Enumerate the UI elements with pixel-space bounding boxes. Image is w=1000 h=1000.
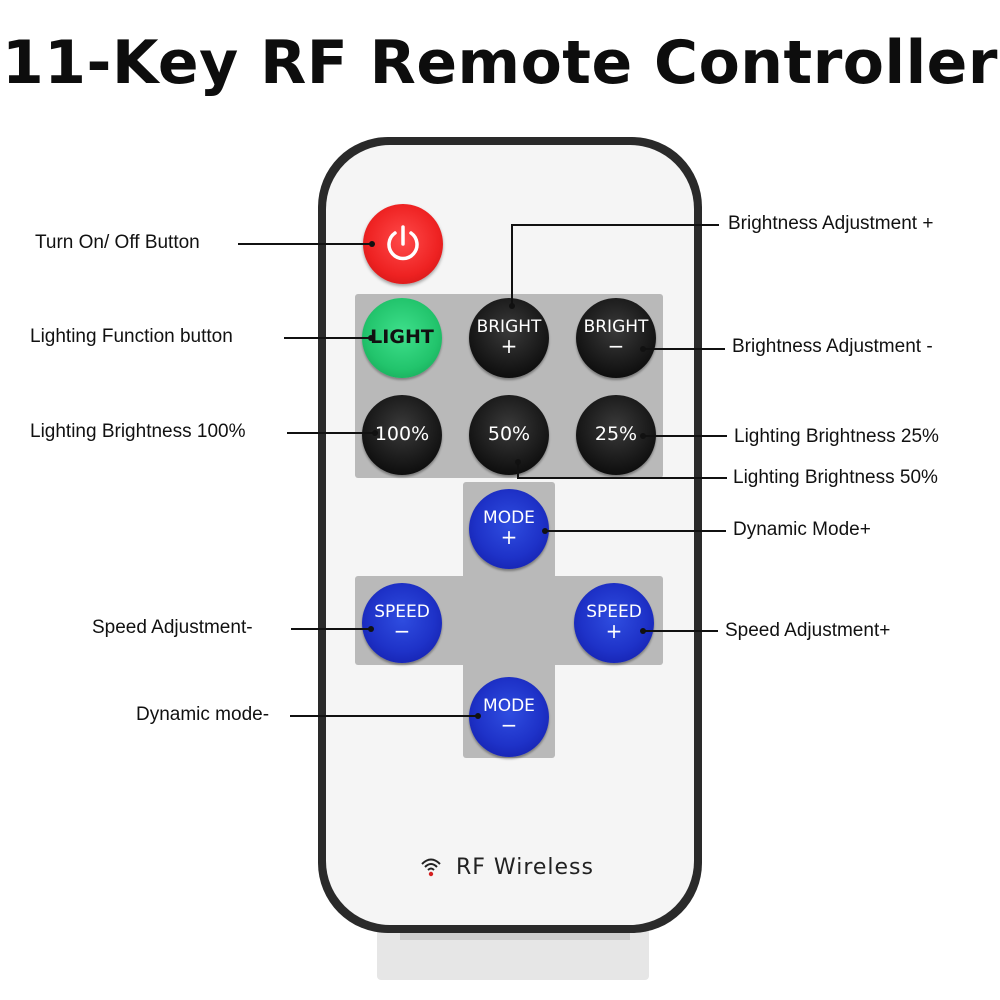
callout-pct100: Lighting Brightness 100%: [30, 421, 246, 442]
bright-minus-button[interactable]: BRIGHT −: [576, 298, 656, 378]
bright-minus-label: BRIGHT: [583, 316, 649, 337]
power-button[interactable]: [363, 204, 443, 284]
rf-wireless-label: RF Wireless: [456, 855, 594, 880]
callout-speed-minus: Speed Adjustment-: [92, 617, 253, 638]
brightness-50-label: 50%: [487, 423, 531, 446]
callout-mode-plus: Dynamic Mode+: [733, 519, 871, 540]
callout-bright-minus: Brightness Adjustment -: [732, 336, 933, 357]
light-button-label: LIGHT: [370, 326, 434, 349]
brightness-100-label: 100%: [374, 423, 430, 446]
callout-mode-minus: Dynamic mode-: [136, 704, 270, 725]
bright-minus-sign: −: [607, 334, 625, 359]
speed-plus-sign: +: [605, 619, 623, 644]
brightness-25-label: 25%: [594, 423, 638, 446]
callout-pct50: Lighting Brightness 50%: [733, 467, 938, 488]
power-icon: [387, 225, 419, 261]
wireless-signal-icon: [421, 858, 441, 877]
remote-base: [400, 930, 630, 940]
callout-power: Turn On/ Off Button: [35, 232, 200, 253]
speed-minus-label: SPEED: [374, 601, 430, 622]
mode-minus-label: MODE: [483, 695, 535, 716]
bright-plus-label: BRIGHT: [476, 316, 542, 337]
speed-plus-button[interactable]: SPEED +: [574, 583, 654, 663]
mode-minus-sign: −: [500, 713, 518, 738]
brightness-100-button[interactable]: 100%: [362, 395, 442, 475]
speed-plus-label: SPEED: [586, 601, 642, 622]
light-button[interactable]: LIGHT: [362, 298, 442, 378]
callout-pct25: Lighting Brightness 25%: [734, 426, 939, 447]
callout-bright-plus: Brightness Adjustment +: [728, 213, 934, 234]
mode-plus-sign: +: [500, 525, 518, 550]
line-pct50: [517, 462, 727, 479]
callout-light: Lighting Function button: [30, 326, 233, 347]
speed-minus-button[interactable]: SPEED −: [362, 583, 442, 663]
mode-plus-label: MODE: [483, 507, 535, 528]
callout-speed-plus: Speed Adjustment+: [725, 620, 891, 641]
page-title: 11-Key RF Remote Controller: [2, 28, 998, 98]
line-bright-plus: [511, 224, 719, 306]
mode-minus-button[interactable]: MODE −: [469, 677, 549, 757]
bright-plus-button[interactable]: BRIGHT +: [469, 298, 549, 378]
bright-plus-sign: +: [500, 334, 518, 359]
speed-minus-sign: −: [393, 619, 411, 644]
mode-plus-button[interactable]: MODE +: [469, 489, 549, 569]
brightness-50-button[interactable]: 50%: [469, 395, 549, 475]
